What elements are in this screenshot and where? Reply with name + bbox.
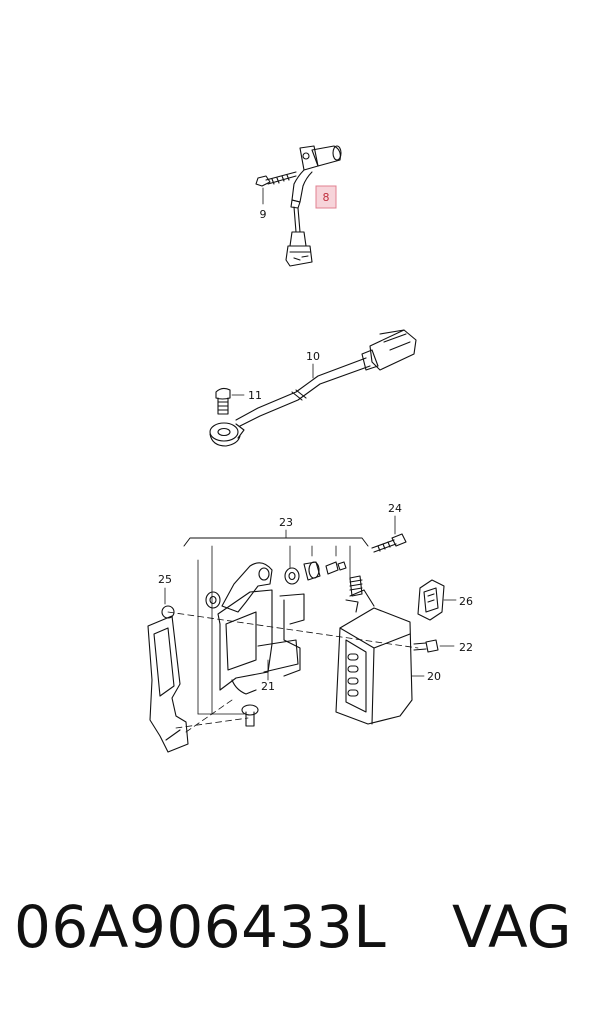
bracket-23 <box>184 530 368 714</box>
brand-name: VAG <box>452 893 572 961</box>
callout-11[interactable]: 11 <box>248 389 262 402</box>
control-unit-20 <box>336 590 424 724</box>
mounting-bracket-25 <box>148 588 188 752</box>
bracket-plate-21 <box>218 590 304 694</box>
callout-26[interactable]: 26 <box>459 595 473 608</box>
alignment-lines <box>168 612 418 732</box>
bottom-bolt <box>242 705 258 726</box>
callout-23[interactable]: 23 <box>279 516 293 529</box>
washers-and-grommets <box>206 562 362 612</box>
callout-25[interactable]: 25 <box>158 573 172 586</box>
bolt-24 <box>372 516 406 552</box>
part-number: 06A906433L <box>14 893 387 961</box>
callout-9[interactable]: 9 <box>260 208 267 221</box>
bolt-11 <box>216 388 244 414</box>
callout-21[interactable]: 21 <box>261 680 275 693</box>
callout-10[interactable]: 10 <box>306 350 320 363</box>
highlighted-callout-box <box>316 186 336 208</box>
speed-sensor-assembly <box>286 146 341 266</box>
bolt-9 <box>256 172 296 204</box>
connector-26 <box>418 580 456 620</box>
callout-8[interactable]: 8 <box>323 191 330 204</box>
knock-sensor-assembly <box>210 330 416 446</box>
callout-20[interactable]: 20 <box>427 670 441 683</box>
callout-22[interactable]: 22 <box>459 641 473 654</box>
callout-24[interactable]: 24 <box>388 502 402 515</box>
bolt-22 <box>414 640 454 652</box>
